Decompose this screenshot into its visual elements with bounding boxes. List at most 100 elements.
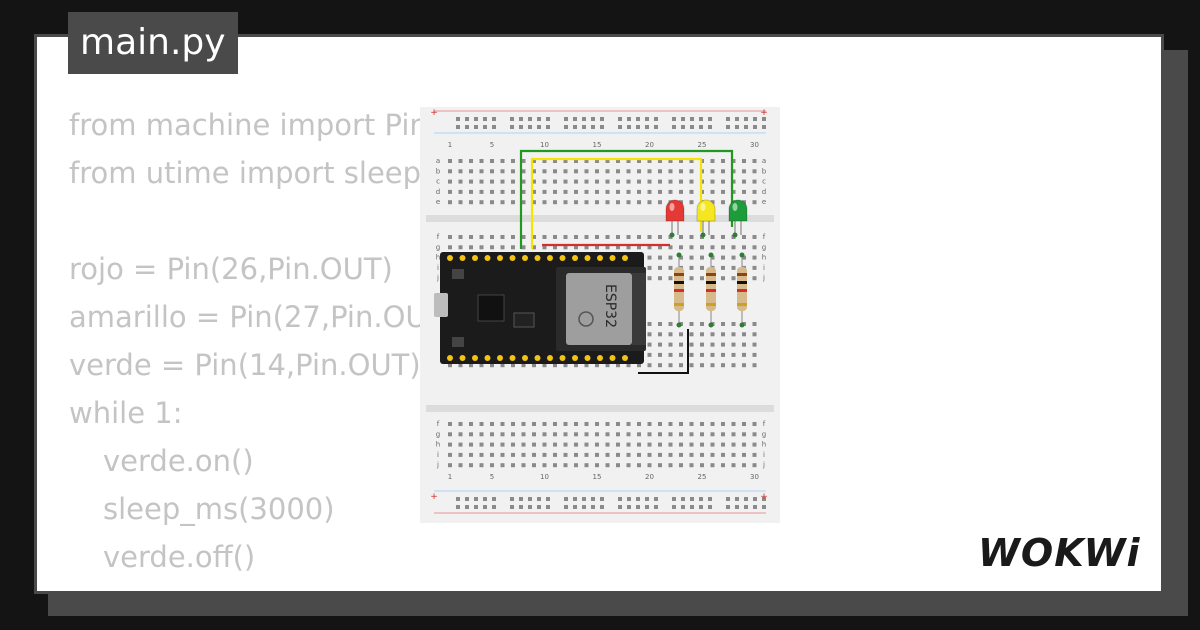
terminal-hole bbox=[605, 363, 610, 368]
terminal-hole bbox=[752, 159, 757, 163]
terminal-hole bbox=[574, 422, 578, 426]
column-number: 5 bbox=[490, 473, 494, 481]
terminal-hole bbox=[689, 200, 694, 205]
row-letter: g bbox=[762, 430, 766, 438]
esp32-board[interactable]: ESP32 bbox=[434, 252, 646, 364]
row-letter: i bbox=[437, 264, 439, 272]
terminal-hole bbox=[490, 442, 494, 447]
esp32-pin bbox=[459, 355, 466, 361]
boot-button bbox=[452, 269, 464, 279]
rail-hole bbox=[546, 117, 550, 121]
terminal-hole bbox=[721, 235, 725, 239]
terminal-hole bbox=[721, 463, 725, 468]
terminal-hole bbox=[595, 432, 599, 437]
rail-hole bbox=[708, 505, 712, 509]
terminal-hole bbox=[542, 169, 547, 174]
esp32-pin bbox=[522, 355, 528, 361]
terminal-hole bbox=[668, 363, 673, 368]
terminal-hole bbox=[679, 452, 683, 457]
terminal-hole bbox=[479, 189, 484, 194]
resistor-band bbox=[674, 281, 684, 284]
terminal-hole bbox=[584, 200, 589, 205]
terminal-hole bbox=[574, 442, 578, 447]
terminal-hole bbox=[700, 463, 704, 468]
terminal-hole bbox=[479, 363, 484, 368]
terminal-hole bbox=[731, 265, 736, 270]
row-letter: d bbox=[436, 188, 440, 196]
terminal-hole bbox=[479, 442, 484, 447]
terminal-hole bbox=[458, 235, 463, 239]
terminal-hole bbox=[742, 245, 746, 250]
terminal-hole bbox=[689, 463, 694, 468]
terminal-hole bbox=[742, 352, 746, 357]
terminal-hole bbox=[532, 189, 536, 194]
terminal-hole bbox=[584, 442, 589, 447]
rail-hole bbox=[510, 125, 514, 129]
leds[interactable] bbox=[665, 199, 748, 238]
terminal-hole bbox=[689, 442, 694, 447]
esp32-pin bbox=[559, 355, 566, 361]
terminal-hole bbox=[595, 200, 599, 205]
green-wire bbox=[519, 149, 734, 249]
terminal-hole bbox=[532, 463, 536, 468]
terminal-hole bbox=[689, 179, 694, 184]
column-number: 30 bbox=[750, 141, 759, 149]
terminal-hole bbox=[448, 169, 452, 174]
terminal-hole bbox=[469, 235, 473, 239]
terminal-hole bbox=[647, 463, 652, 468]
terminal-hole bbox=[647, 235, 652, 239]
terminal-hole bbox=[458, 189, 463, 194]
resistors[interactable] bbox=[674, 252, 747, 328]
column-number: 10 bbox=[540, 473, 549, 481]
rail-hole bbox=[708, 497, 712, 501]
terminal-hole bbox=[752, 422, 757, 426]
terminal-hole bbox=[616, 169, 620, 174]
terminal-hole bbox=[721, 200, 725, 205]
terminal-hole bbox=[479, 169, 484, 174]
terminal-hole bbox=[458, 245, 463, 250]
esp32-pin bbox=[497, 255, 503, 261]
terminal-hole bbox=[637, 179, 641, 184]
row-letter: i bbox=[437, 451, 439, 459]
row-letter: f bbox=[763, 233, 766, 241]
rail-hole bbox=[474, 125, 478, 129]
file-tab[interactable]: main.py bbox=[68, 12, 238, 74]
rail-hole bbox=[564, 125, 568, 129]
terminal-hole bbox=[521, 245, 526, 250]
terminal-hole bbox=[679, 189, 683, 194]
terminal-hole bbox=[710, 189, 715, 194]
resistor-pin-mark bbox=[708, 252, 714, 258]
terminal-hole bbox=[731, 159, 736, 163]
rail-hole bbox=[528, 497, 532, 501]
terminal-hole bbox=[721, 342, 725, 347]
terminal-hole bbox=[679, 342, 683, 347]
terminal-hole bbox=[742, 189, 746, 194]
terminal-hole bbox=[511, 159, 515, 163]
rail-hole bbox=[627, 505, 631, 509]
esp32-pin bbox=[522, 255, 528, 261]
rail-hole bbox=[699, 497, 703, 501]
terminal-hole bbox=[647, 363, 652, 368]
rail-hole bbox=[753, 505, 757, 509]
terminal-hole bbox=[595, 245, 599, 250]
terminal-hole bbox=[710, 245, 715, 250]
terminal-hole bbox=[700, 432, 704, 437]
terminal-hole bbox=[637, 159, 641, 163]
terminal-hole bbox=[469, 200, 473, 205]
terminal-hole bbox=[500, 169, 505, 174]
resistor-band bbox=[737, 273, 747, 276]
terminal-hole bbox=[689, 276, 694, 281]
terminal-hole bbox=[626, 442, 631, 447]
terminal-hole bbox=[616, 442, 620, 447]
rail-hole bbox=[636, 497, 640, 501]
terminal-hole bbox=[731, 332, 736, 337]
terminal-hole bbox=[679, 179, 683, 184]
terminal-hole bbox=[752, 169, 757, 174]
rail-hole bbox=[654, 125, 658, 129]
rail-hole bbox=[591, 117, 595, 121]
row-letter: j bbox=[436, 461, 439, 469]
terminal-hole bbox=[752, 255, 757, 260]
column-number: 20 bbox=[645, 473, 654, 481]
